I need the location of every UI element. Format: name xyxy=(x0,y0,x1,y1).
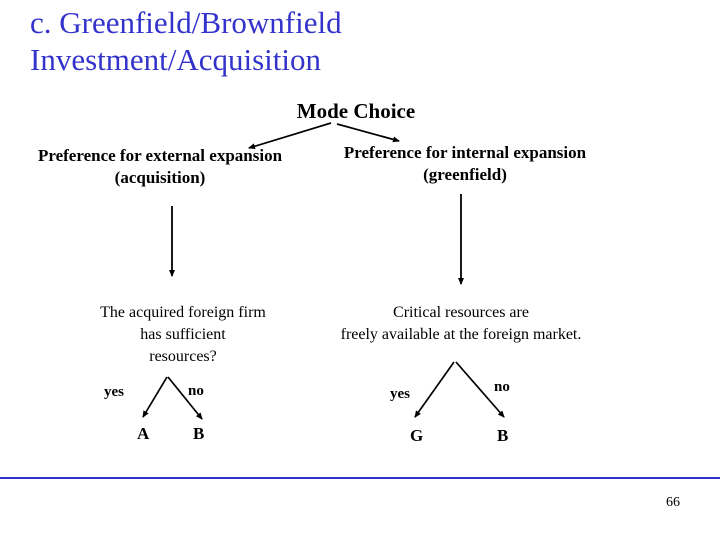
page-number: 66 xyxy=(666,495,680,510)
left-question-line: resources? xyxy=(149,348,217,365)
slide-title: c. Greenfield/Brownfield Investment/Acqu… xyxy=(30,4,460,78)
footer-divider xyxy=(0,477,720,479)
slide-title-line: Investment/Acquisition xyxy=(30,42,322,77)
right-question-line: freely available at the foreign market. xyxy=(340,326,582,343)
right-branch-header-line: (greenfield) xyxy=(423,165,507,184)
right-branch-header: Preference for internal expansion (green… xyxy=(316,142,614,186)
root-to-right-arrow xyxy=(336,123,400,143)
right-yes-label: yes xyxy=(390,386,410,402)
right-question-line: Critical resources are xyxy=(393,304,529,321)
left-no-outcome: B xyxy=(193,424,205,443)
right-yes-arrow xyxy=(414,361,455,418)
slide-title-line: c. Greenfield/Brownfield xyxy=(30,5,342,40)
left-question-line: The acquired foreign firm xyxy=(100,304,266,321)
right-branch-header-line: Preference for internal expansion xyxy=(343,143,587,162)
left-yes-label: yes xyxy=(104,384,124,400)
left-question-line: has sufficient xyxy=(140,326,226,343)
left-branch-header: Preference for external expansion (acqui… xyxy=(8,145,312,189)
left-branch-header-line: (acquisition) xyxy=(114,168,206,187)
left-branch-header-line: Preference for external expansion xyxy=(37,146,283,165)
right-question: Critical resources are freely available … xyxy=(310,302,612,346)
left-yes-arrow xyxy=(142,376,168,418)
root-node-label: Mode Choice xyxy=(296,99,416,123)
right-yes-outcome: G xyxy=(410,426,424,445)
left-no-label: no xyxy=(188,383,204,399)
right-no-label: no xyxy=(494,379,510,395)
left-question: The acquired foreign firm has sufficient… xyxy=(82,302,284,368)
right-no-outcome: B xyxy=(497,426,509,445)
left-yes-outcome: A xyxy=(137,424,150,443)
